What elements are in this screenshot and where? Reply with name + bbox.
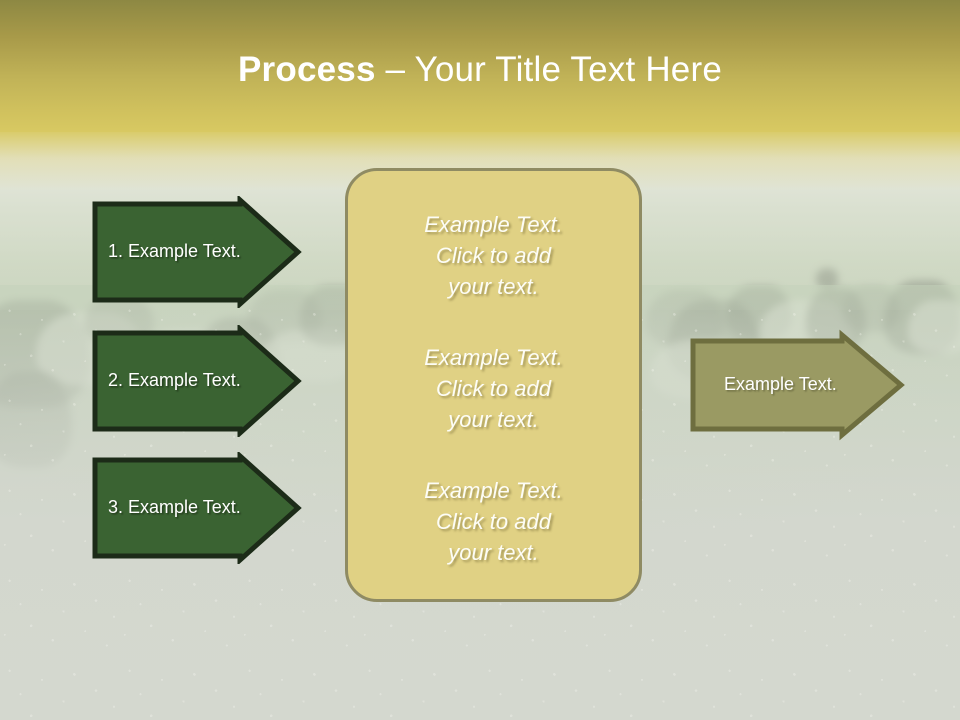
center-text-line: Click to add [436,243,551,268]
right-arrow-icon [92,196,302,308]
page-title-bold: Process [238,50,376,89]
process-step-arrow-2-label: 2. Example Text. [108,370,241,390]
right-arrow-icon [92,452,302,564]
center-content-panel[interactable]: Example Text. Click to add your text. Ex… [345,168,642,602]
page-title-regular: – Your Title Text Here [375,50,722,89]
process-step-arrow-1-label: 1. Example Text. [108,241,241,261]
center-text-line: your text. [448,540,539,565]
process-step-arrow-3-label: 3. Example Text. [108,497,241,517]
center-text-block[interactable]: Example Text. Click to add your text. [348,342,639,435]
process-step-arrow-2[interactable]: 2. Example Text. [92,325,302,437]
process-result-arrow-label: Example Text. [724,374,837,394]
center-text-line: Click to add [436,376,551,401]
center-text-line: your text. [448,407,539,432]
center-text-line: Example Text. [424,478,563,503]
page-title: Process – Your Title Text Here [0,48,960,92]
center-text-line: Example Text. [424,345,563,370]
center-text-line: Example Text. [424,212,563,237]
right-arrow-icon [92,325,302,437]
center-text-block[interactable]: Example Text. Click to add your text. [348,209,639,302]
right-arrow-icon [690,329,905,441]
process-result-arrow[interactable]: Example Text. [690,329,905,441]
center-text-line: Click to add [436,509,551,534]
process-step-arrow-3[interactable]: 3. Example Text. [92,452,302,564]
center-text-line: your text. [448,274,539,299]
process-step-arrow-1[interactable]: 1. Example Text. [92,196,302,308]
center-text-block[interactable]: Example Text. Click to add your text. [348,475,639,568]
title-band [0,0,960,132]
